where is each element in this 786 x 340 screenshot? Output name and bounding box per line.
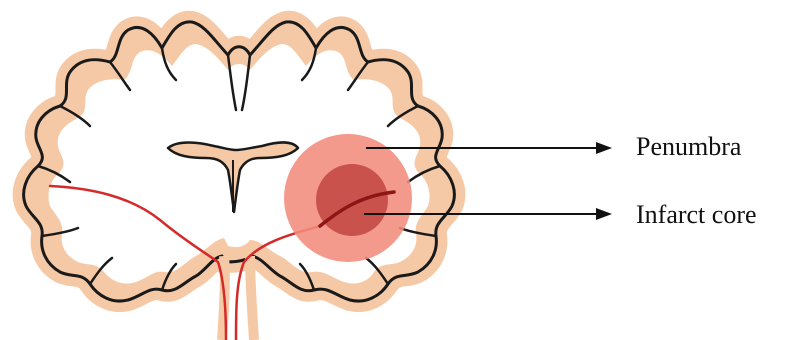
infarct-core-zone [316,164,388,236]
midline-right [250,256,254,340]
infarct-core-label: Infarct core [636,202,757,228]
penumbra-label: Penumbra [636,134,741,160]
